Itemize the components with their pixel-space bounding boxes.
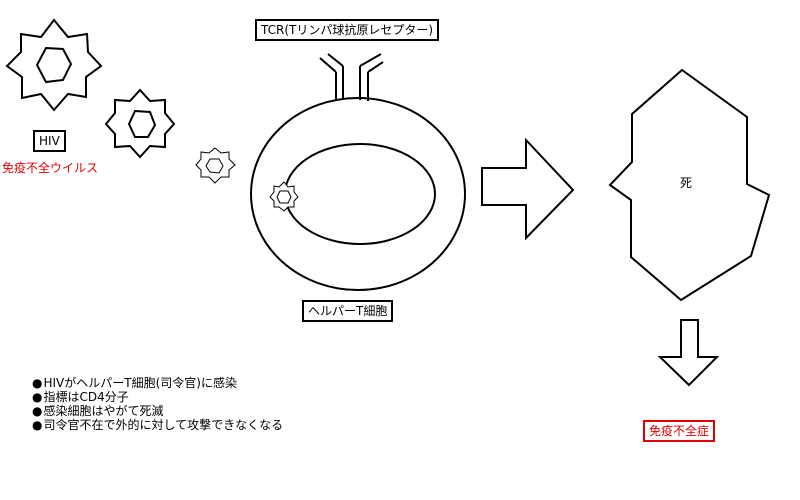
hiv-virus-medium	[104, 88, 176, 159]
death-label: 死	[680, 176, 693, 190]
hiv-label: HIV	[33, 130, 66, 152]
immunodeficiency-label: 免疫不全症	[643, 420, 716, 442]
notes-list: HIVがヘルパーT細胞(司令官)に感染 指標はCD4分子 感染細胞はやがて死滅 …	[32, 376, 283, 432]
helper-t-cell	[250, 97, 466, 291]
hiv-virus-small	[195, 147, 236, 184]
death-shape	[608, 68, 771, 302]
note-item: 感染細胞はやがて死滅	[32, 404, 283, 418]
tcr-label: TCR(Tリンパ球抗原レセプター)	[255, 19, 440, 41]
hiv-caption: 免疫不全ウイルス	[2, 161, 99, 175]
right-arrow	[481, 137, 575, 241]
note-item: 司令官不在で外的に対して攻撃できなくなる	[32, 418, 283, 432]
hiv-virus-large	[5, 18, 103, 112]
down-arrow	[657, 319, 720, 387]
helper-t-cell-label: ヘルパーT細胞	[302, 300, 394, 322]
note-item: 指標はCD4分子	[32, 390, 283, 404]
tcr-receptor	[319, 53, 384, 101]
hiv-virus-inside-cell	[269, 181, 299, 212]
note-item: HIVがヘルパーT細胞(司令官)に感染	[32, 376, 283, 390]
